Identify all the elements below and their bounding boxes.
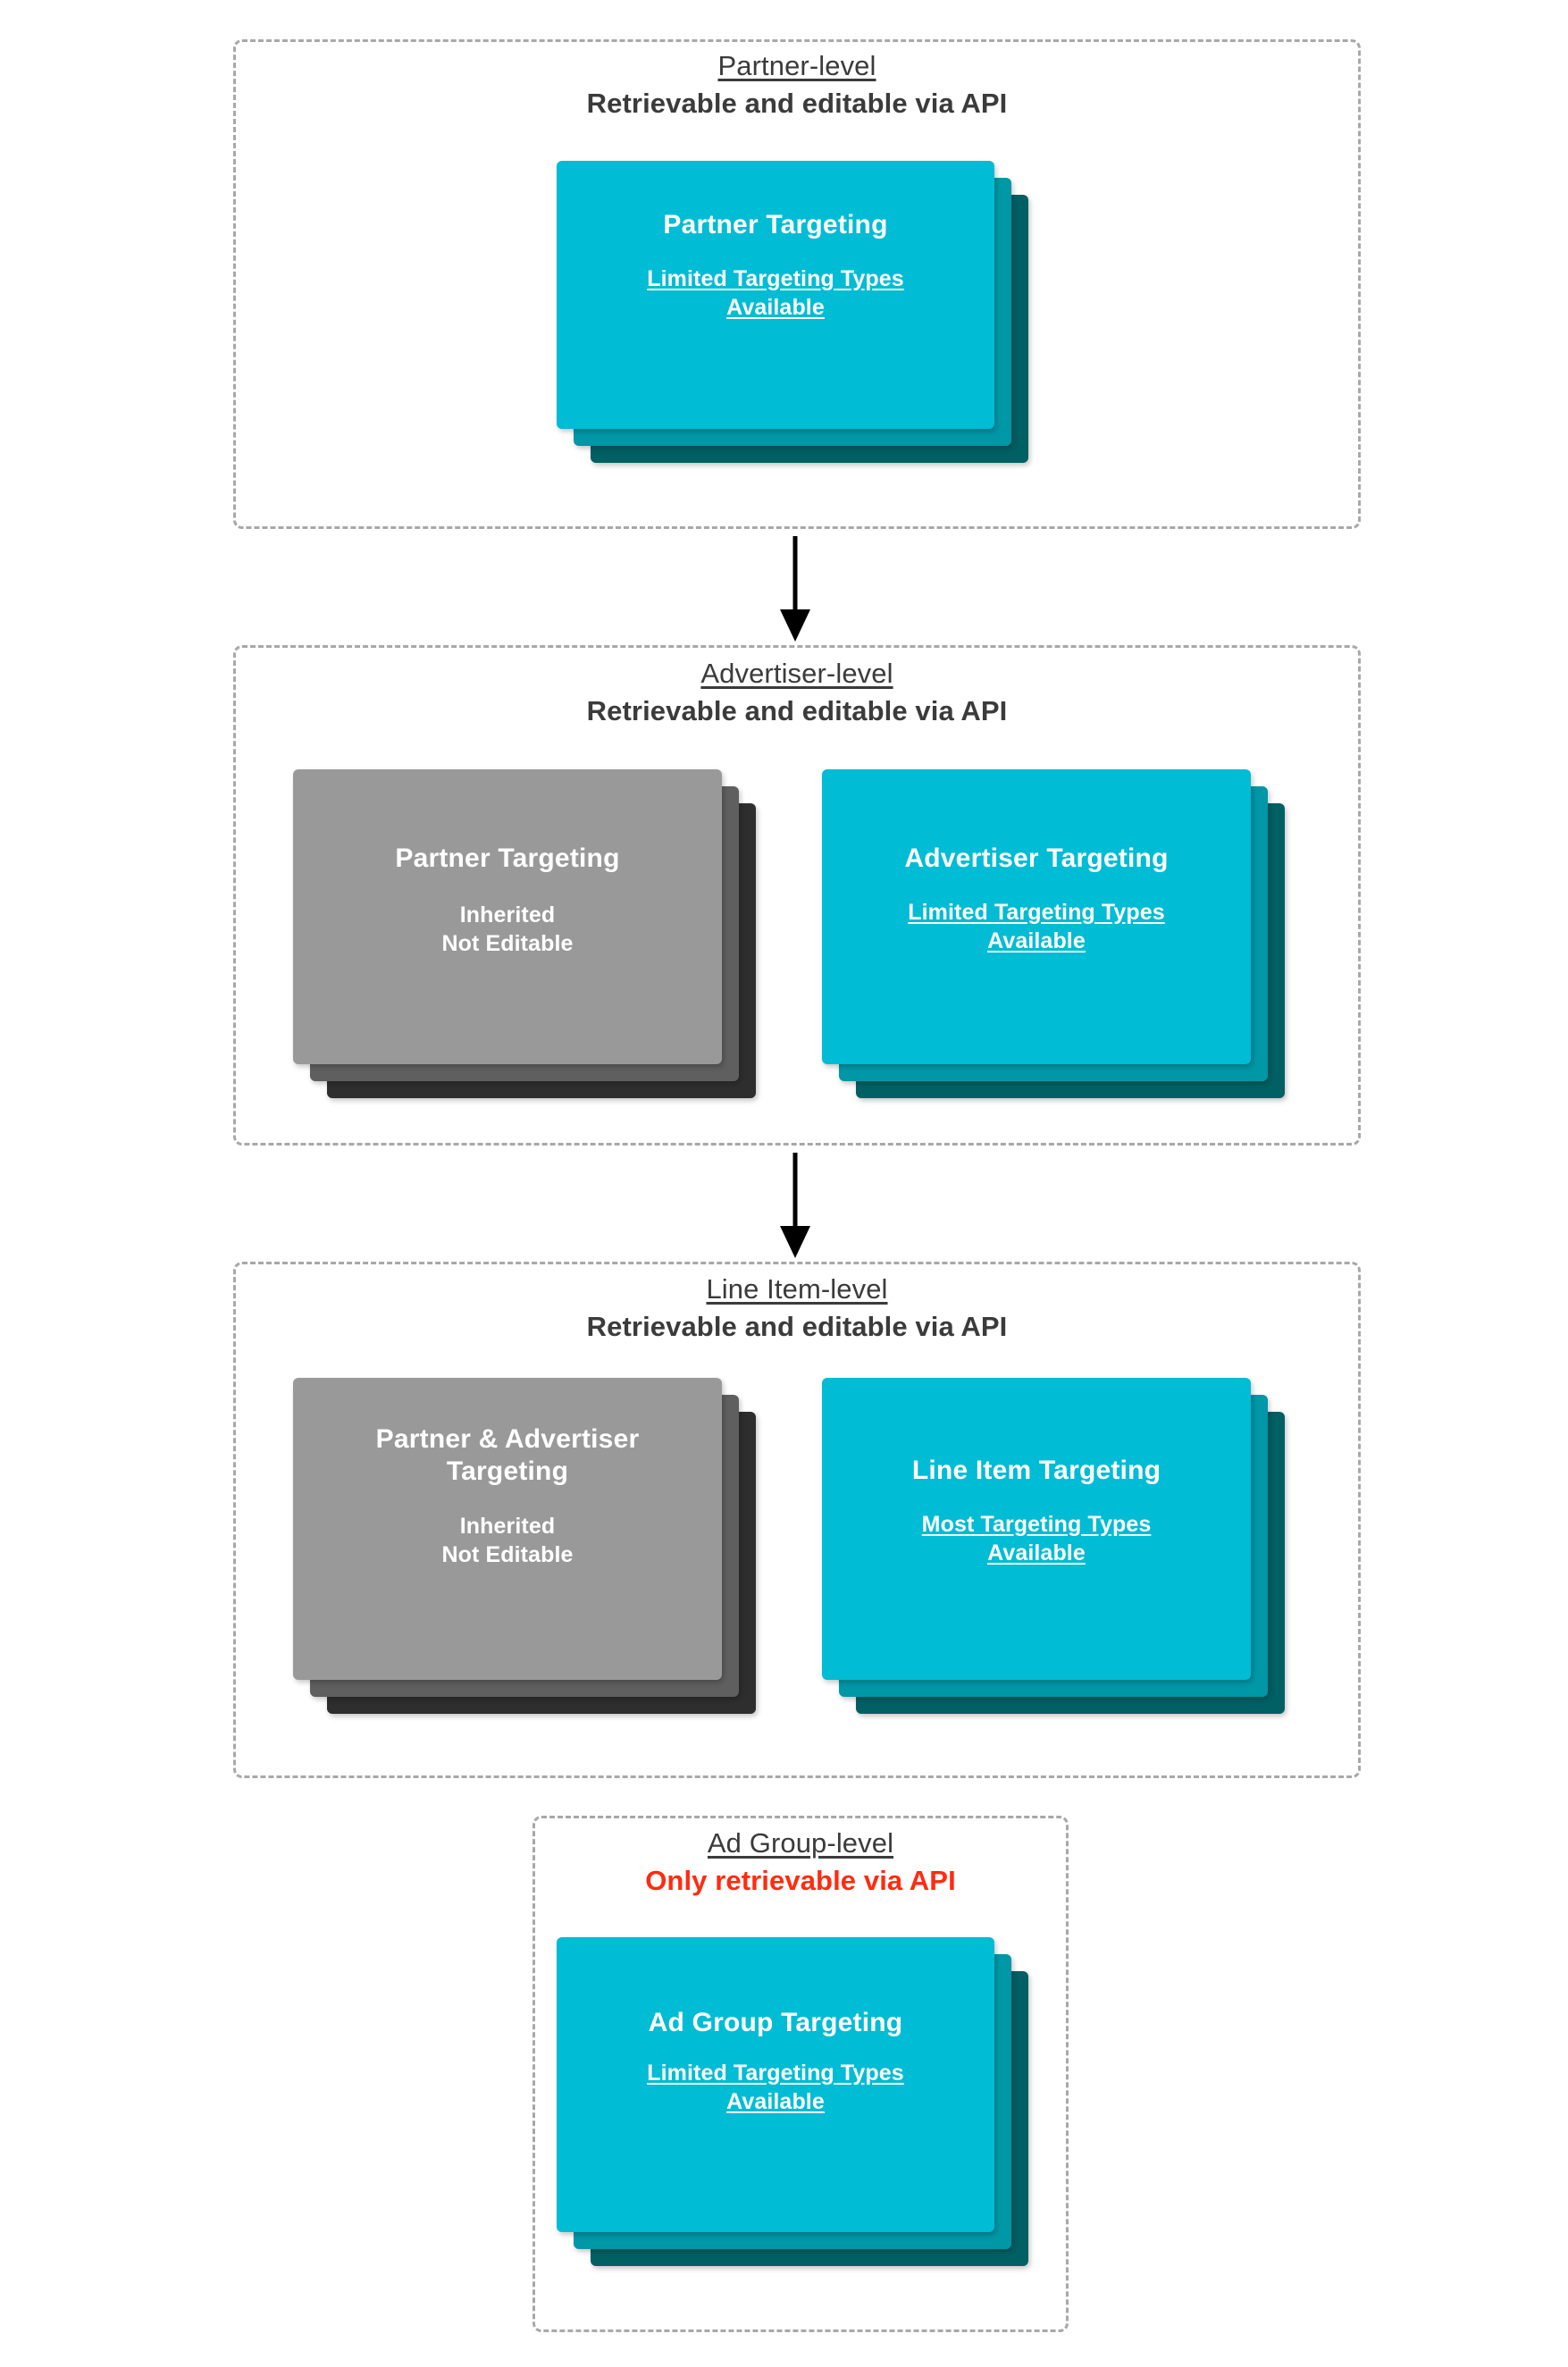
line-item-targeting-card[interactable]: Line Item Targeting Most Targeting Types… — [822, 1378, 1251, 1680]
advertiser-level-title: Advertiser-level — [700, 658, 893, 689]
note-line-2: Available — [726, 2089, 825, 2114]
connector-partner-to-advertiser — [780, 536, 810, 642]
title-line-2: Targeting — [446, 1456, 569, 1486]
line-item-targeting-card-stack: Line Item Targeting Most Targeting Types… — [822, 1378, 1287, 1744]
ad-group-targeting-card-title: Ad Group Targeting — [648, 2008, 903, 2037]
note-line-1: Limited Targeting Types — [647, 2061, 904, 2086]
partner-targeting-card[interactable]: Partner Targeting Limited Targeting Type… — [557, 161, 994, 429]
line-item-inherited-card-title: Partner & Advertiser Targeting — [376, 1423, 640, 1488]
line-item-targeting-card-note: Most Targeting Types Available — [922, 1510, 1152, 1567]
note-line-1: Inherited — [459, 1514, 556, 1539]
ad-group-level-container — [532, 1816, 1069, 2332]
line-item-inherited-card-note: Inherited Not Editable — [441, 1512, 573, 1569]
note-line-2: Available — [987, 928, 1086, 953]
ad-group-level-heading: Ad Group-level Only retrievable via API — [532, 1827, 1069, 1897]
note-line-2: Available — [987, 1540, 1086, 1565]
advertiser-level-subtitle: Retrievable and editable via API — [586, 694, 1008, 726]
connector-advertiser-to-line-item — [780, 1153, 810, 1258]
note-line-1: Limited Targeting Types — [908, 900, 1165, 925]
advertiser-inherited-card-title: Partner Targeting — [395, 844, 620, 873]
partner-targeting-card-note: Limited Targeting Types Available — [647, 264, 904, 322]
partner-level-title: Partner-level — [717, 50, 876, 81]
note-line-2: Not Editable — [441, 1542, 574, 1567]
partner-targeting-card-stack: Partner Targeting Limited Targeting Type… — [557, 161, 1030, 491]
ad-group-level-subtitle: Only retrievable via API — [645, 1864, 956, 1896]
line-item-targeting-card-title: Line Item Targeting — [911, 1456, 1161, 1485]
title-line-1: Partner & Advertiser — [375, 1424, 640, 1454]
advertiser-targeting-card-title: Advertiser Targeting — [904, 844, 1169, 873]
line-item-inherited-card-stack: Partner & Advertiser Targeting Inherited… — [293, 1378, 758, 1744]
ad-group-targeting-card[interactable]: Ad Group Targeting Limited Targeting Typ… — [557, 1937, 994, 2232]
line-item-inherited-targeting-card[interactable]: Partner & Advertiser Targeting Inherited… — [293, 1378, 722, 1680]
advertiser-level-heading: Advertiser-level Retrievable and editabl… — [233, 658, 1361, 727]
advertiser-targeting-card[interactable]: Advertiser Targeting Limited Targeting T… — [822, 769, 1251, 1064]
note-line-1: Most Targeting Types — [921, 1512, 1152, 1537]
advertiser-inherited-card-stack: Partner Targeting Inherited Not Editable — [293, 769, 758, 1127]
note-line-1: Inherited — [459, 902, 556, 927]
partner-level-subtitle: Retrievable and editable via API — [586, 87, 1008, 119]
ad-group-targeting-card-stack: Ad Group Targeting Limited Targeting Typ… — [557, 1937, 1030, 2295]
partner-targeting-card-title: Partner Targeting — [663, 210, 888, 239]
note-line-1: Limited Targeting Types — [647, 266, 904, 291]
ad-group-level-title: Ad Group-level — [707, 1827, 894, 1859]
advertiser-targeting-card-stack: Advertiser Targeting Limited Targeting T… — [822, 769, 1287, 1127]
advertiser-targeting-card-note: Limited Targeting Types Available — [908, 898, 1165, 955]
line-item-level-heading: Line Item-level Retrievable and editable… — [233, 1273, 1361, 1343]
ad-group-targeting-card-note: Limited Targeting Types Available — [647, 2059, 904, 2116]
partner-level-container — [233, 39, 1361, 529]
advertiser-level-container — [233, 645, 1361, 1146]
note-line-2: Available — [726, 295, 825, 320]
advertiser-inherited-card-note: Inherited Not Editable — [441, 901, 573, 958]
advertiser-inherited-partner-targeting-card[interactable]: Partner Targeting Inherited Not Editable — [293, 769, 722, 1064]
line-item-level-subtitle: Retrievable and editable via API — [586, 1310, 1008, 1342]
note-line-2: Not Editable — [441, 931, 574, 956]
line-item-level-title: Line Item-level — [706, 1273, 888, 1305]
line-item-level-container — [233, 1262, 1361, 1778]
partner-level-heading: Partner-level Retrievable and editable v… — [233, 50, 1361, 120]
